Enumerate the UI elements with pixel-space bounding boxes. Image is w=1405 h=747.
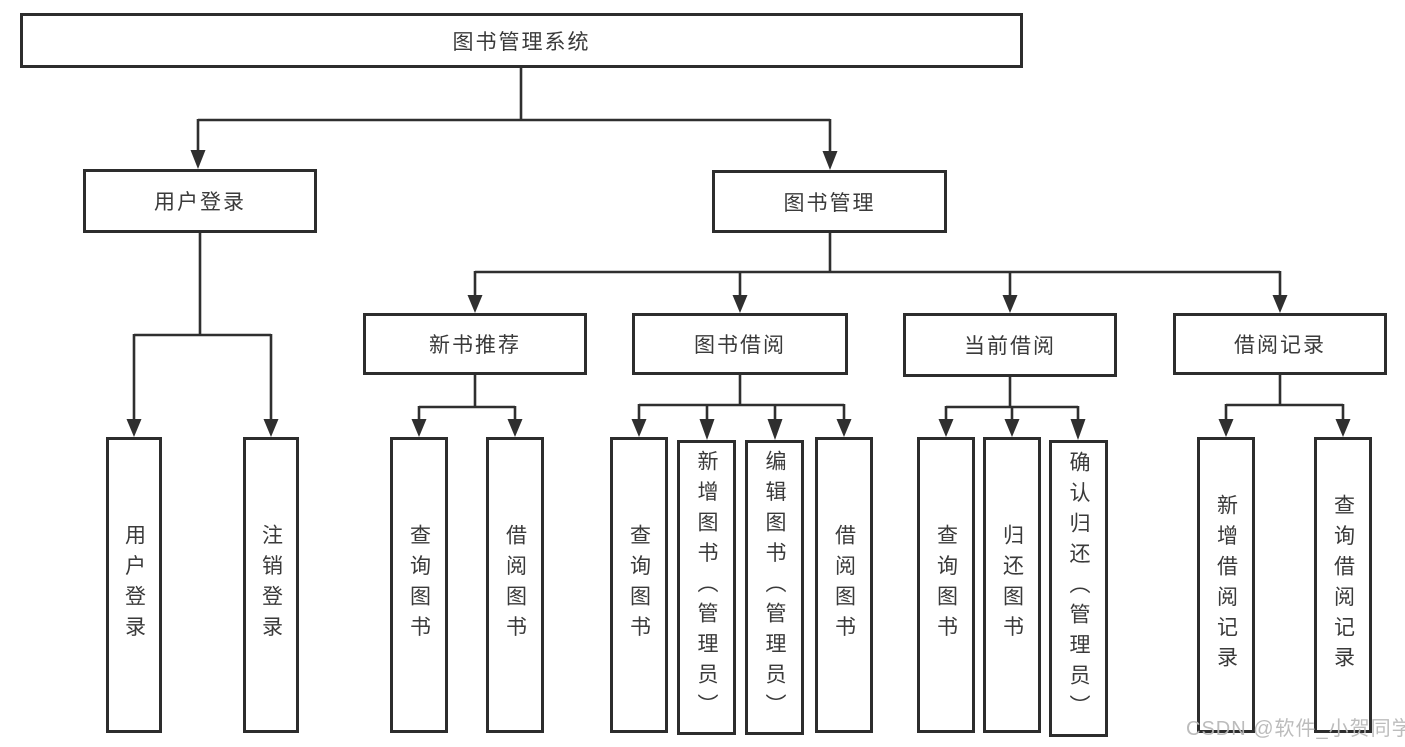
node-label: 新书推荐 [429, 334, 521, 357]
leaf-borrow-books-borrowing: 借阅图书 [815, 437, 873, 733]
node-current-borrowing: 当前借阅 [903, 313, 1117, 377]
node-label: 查询图书 [934, 524, 958, 646]
node-user-login-module: 用户登录 [83, 169, 317, 233]
leaf-return-books: 归还图书 [983, 437, 1041, 733]
node-label: 确认归还（管理员） [1067, 451, 1090, 726]
node-label: 新增图书（管理员） [695, 450, 718, 725]
node-book-management-module: 图书管理 [712, 170, 947, 233]
leaf-add-borrow-record: 新增借阅记录 [1197, 437, 1255, 733]
node-label: 编辑图书（管理员） [763, 450, 786, 725]
node-new-book-recommendation: 新书推荐 [363, 313, 587, 375]
node-label: 查询图书 [627, 524, 651, 646]
leaf-logout: 注销登录 [243, 437, 299, 733]
leaf-query-books-current: 查询图书 [917, 437, 975, 733]
node-label: 借阅记录 [1234, 334, 1326, 357]
node-borrowing-records: 借阅记录 [1173, 313, 1387, 375]
leaf-user-login: 用户登录 [106, 437, 162, 733]
node-label: 注销登录 [259, 524, 283, 646]
node-label: 用户登录 [122, 524, 146, 646]
node-label: 图书管理系统 [452, 30, 591, 54]
leaf-borrow-books-recommend: 借阅图书 [486, 437, 544, 733]
csdn-watermark: CSDN @软件_小贺同学 [1186, 718, 1405, 740]
node-label: 图书借阅 [694, 334, 786, 357]
leaf-confirm-return-admin: 确认归还（管理员） [1049, 440, 1108, 737]
node-label: 当前借阅 [964, 335, 1056, 358]
leaf-query-borrow-record: 查询借阅记录 [1314, 437, 1372, 733]
node-label: 查询借阅记录 [1331, 493, 1355, 677]
node-label: 用户登录 [154, 191, 246, 214]
node-label: 归还图书 [1000, 524, 1024, 646]
node-label: 新增借阅记录 [1214, 493, 1238, 677]
node-book-borrowing: 图书借阅 [632, 313, 848, 375]
node-label: 图书管理 [783, 191, 876, 215]
leaf-query-books-borrowing: 查询图书 [610, 437, 668, 733]
node-label: 借阅图书 [832, 524, 856, 646]
leaf-add-books-admin: 新增图书（管理员） [677, 440, 736, 735]
node-label: 借阅图书 [503, 524, 527, 646]
node-book-management-system: 图书管理系统 [20, 13, 1023, 68]
leaf-query-books-recommend: 查询图书 [390, 437, 448, 733]
leaf-edit-books-admin: 编辑图书（管理员） [745, 440, 804, 735]
node-label: 查询图书 [407, 524, 431, 646]
